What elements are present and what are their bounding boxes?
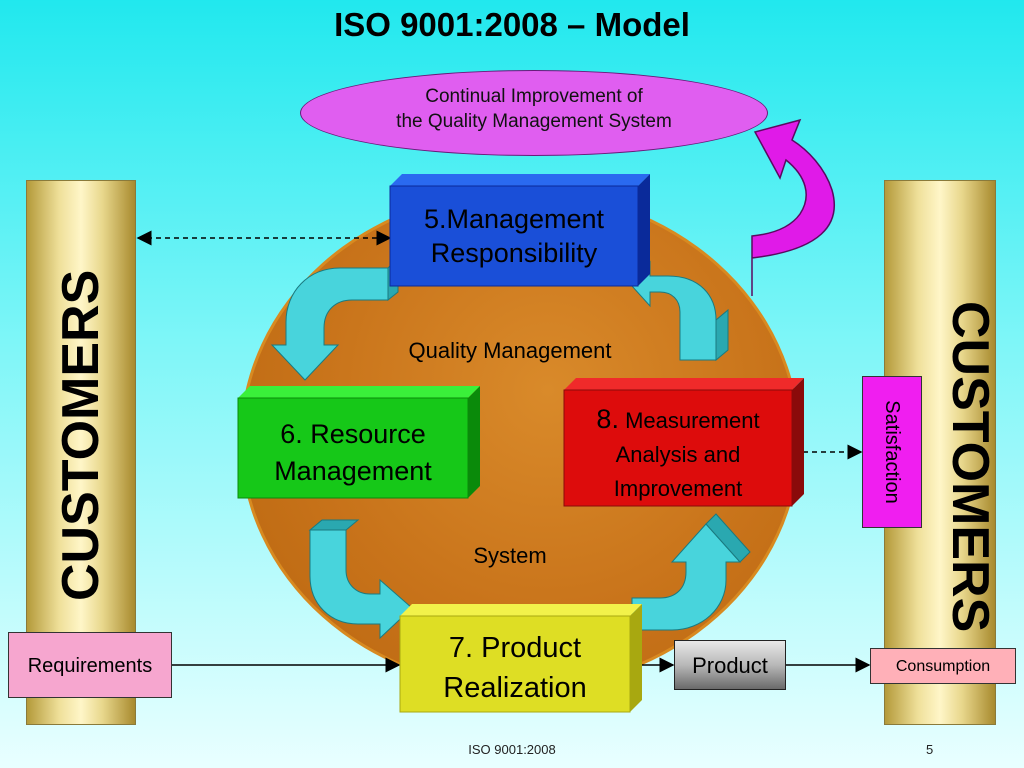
measurement-number: 8. [596, 404, 619, 434]
continual-improvement-line1: Continual Improvement of [425, 86, 643, 107]
measurement-box-shape [563, 378, 804, 507]
product-realization-box: 7. Product Realization [400, 628, 630, 708]
quality-management-label: Quality Management [408, 338, 612, 363]
continual-improvement-ellipse [300, 70, 768, 156]
management-responsibility-box: 5.Management Responsibility [390, 202, 638, 270]
measurement-analysis-box: 8. Measurement Analysis and Improvement [564, 402, 792, 506]
product-realization-box-shape [399, 604, 642, 713]
measurement-line1: 8. Measurement [564, 402, 792, 438]
satisfaction-label: Satisfaction [881, 400, 903, 504]
resource-box-shape [237, 386, 480, 499]
resource-line2: Management [274, 456, 432, 486]
consumption-box: Consumption [870, 648, 1016, 684]
cycle-arrow-resource-to-realization [309, 529, 413, 640]
continual-improvement-label: Continual Improvement of the Quality Man… [300, 84, 768, 134]
system-label: System [473, 543, 547, 568]
realization-line1: 7. Product [448, 632, 582, 664]
realization-line2: Realization [443, 672, 587, 704]
footer-page-number: 5 [926, 742, 934, 757]
management-box-shape [389, 174, 650, 287]
cycle-arrows [270, 256, 751, 640]
management-line1: 5.Management [423, 204, 605, 234]
resource-line1: 6. Resource [280, 419, 426, 449]
cycle-arrow-management-to-resource [270, 267, 389, 381]
continual-improvement-line2: the Quality Management System [396, 111, 672, 132]
page-title: ISO 9001:2008 – Model [334, 6, 690, 43]
product-box: Product [674, 640, 786, 690]
continual-improvement-arrow [751, 118, 836, 296]
satisfaction-box [862, 376, 922, 528]
management-line2: Responsibility [430, 238, 598, 268]
measurement-line3: Improvement [613, 476, 743, 501]
requirements-box: Requirements [8, 632, 172, 698]
resource-management-box: 6. Resource Management [238, 416, 468, 490]
cycle-arrow-realization-to-measurement [631, 523, 742, 631]
footer-document-label: ISO 9001:2008 [468, 742, 556, 757]
measurement-line2: Analysis and [615, 442, 741, 467]
measurement-title: Measurement [618, 408, 760, 433]
